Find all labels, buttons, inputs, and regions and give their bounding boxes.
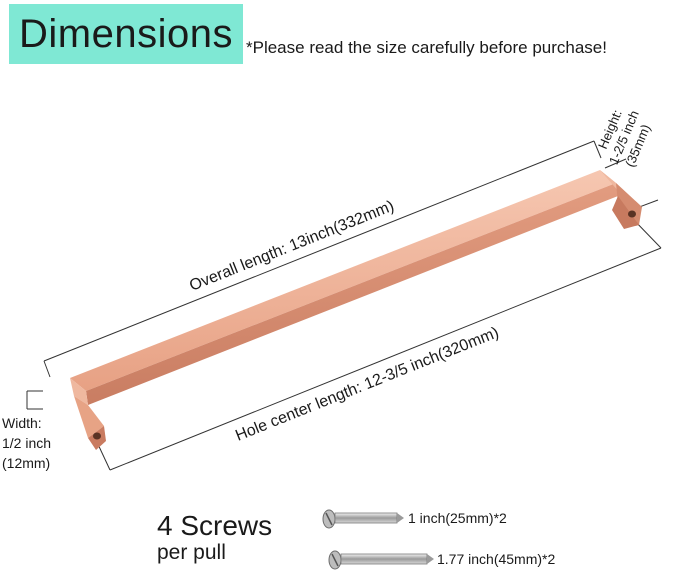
cabinet-handle bbox=[70, 170, 642, 450]
width-label-line2: 1/2 inch bbox=[2, 435, 52, 451]
height-label: Height: 1-2/5 inch (35mm) bbox=[595, 107, 653, 169]
screws-title: 4 Screws bbox=[157, 510, 273, 541]
purchase-notice: *Please read the size carefully before p… bbox=[246, 38, 607, 57]
overall-length-dimension bbox=[43, 140, 602, 378]
hole-center-length-label: Hole center length: 12-3/5 inch(320mm) bbox=[233, 324, 501, 444]
long-screw-image bbox=[328, 550, 434, 570]
page-title: Dimensions bbox=[19, 11, 233, 56]
width-label-line1: Width: bbox=[2, 415, 42, 431]
width-label: Width: 1/2 inch (12mm) bbox=[2, 413, 51, 473]
long-screw-label: 1.77 inch(45mm)*2 bbox=[437, 551, 556, 567]
short-screw-image bbox=[322, 509, 404, 529]
left-screw-hole bbox=[93, 432, 101, 440]
short-screw-label: 1 inch(25mm)*2 bbox=[408, 510, 507, 526]
title-banner: Dimensions bbox=[9, 4, 243, 64]
right-screw-hole bbox=[628, 210, 636, 218]
width-label-line3: (12mm) bbox=[2, 455, 51, 471]
screws-subtitle: per pull bbox=[157, 541, 226, 564]
width-dimension bbox=[26, 390, 43, 410]
